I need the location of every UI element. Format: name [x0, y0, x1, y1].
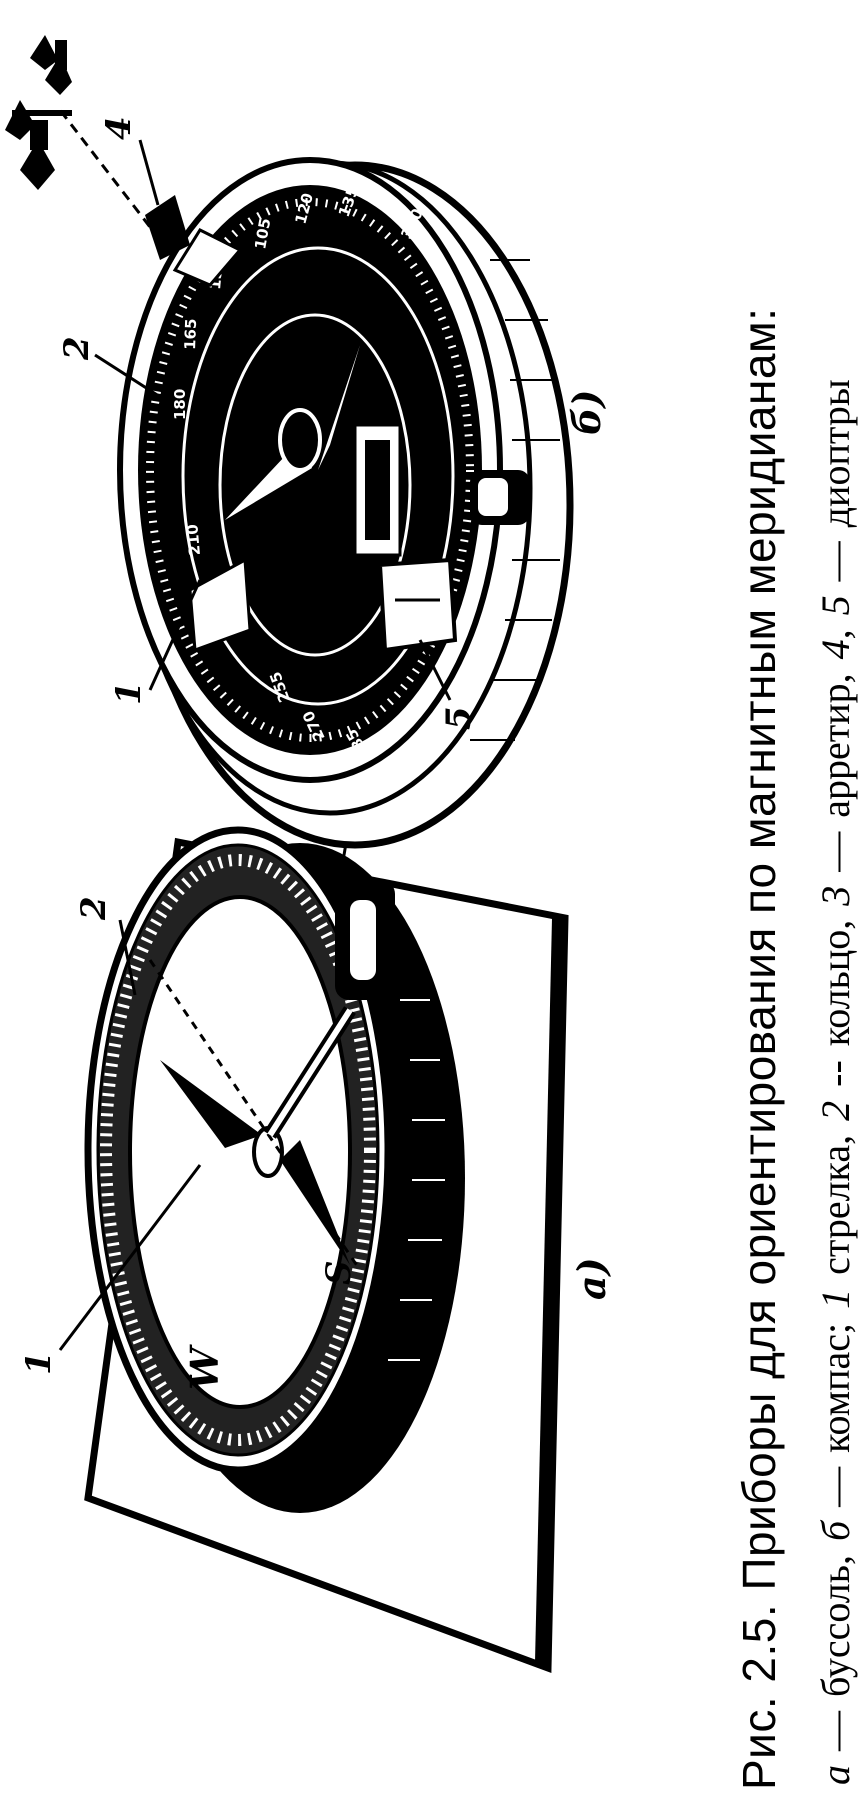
- legend-number-2: 2: [813, 1100, 858, 1121]
- bussol-dial-letter-w: W: [182, 1344, 227, 1390]
- legend-number-45: 4, 5: [813, 595, 858, 660]
- compass-front-sight-window: [172, 228, 243, 287]
- figure-caption-title: Рис. 2.5. Приборы для ориентирования по …: [733, 307, 785, 1790]
- compass-part-label-4: 4: [99, 116, 139, 140]
- bussol-part-label-2: 2: [74, 896, 114, 921]
- scale-number: 180: [171, 389, 189, 420]
- bussol-part-label-1: 1: [19, 1351, 59, 1375]
- scale-number: 105: [251, 217, 274, 251]
- bussol-ring-scale: [100, 854, 376, 1446]
- legend-number-1: 1: [813, 1288, 858, 1309]
- panel-a-bussol: W S 1 2 3 а): [19, 786, 614, 1673]
- scale-number: 165: [181, 318, 200, 350]
- compass-scale-ticks: [146, 198, 474, 742]
- bussol-plate-edge: [535, 918, 565, 1668]
- legend-number-3: 3: [813, 885, 858, 906]
- legend-text-3: — арретир,: [813, 659, 858, 886]
- legend-letter-b: б: [813, 1520, 858, 1541]
- bussol-needle-south: [280, 1140, 350, 1265]
- compass-needle-pivot: [278, 408, 322, 472]
- compass-sighting-line: [58, 109, 162, 241]
- compass-front-sight: [145, 195, 190, 260]
- legend-letter-a: а: [813, 1765, 858, 1785]
- bussol-dial-face: [128, 895, 352, 1409]
- bussol-leader-2: [118, 919, 137, 996]
- compass-rear-notch: [377, 557, 458, 653]
- compass-part-label-1: 1: [109, 681, 149, 705]
- panel-a-sublabel: а): [569, 1257, 614, 1300]
- panel-b-sublabel: б): [564, 390, 609, 435]
- compass-part-label-2: 2: [57, 336, 97, 361]
- legend-text-a: — буссоль,: [813, 1540, 858, 1765]
- bussol-needle-north: [160, 1060, 262, 1148]
- compass-leader-1: [148, 579, 202, 691]
- panel-b-compass: 105 120 135 150 165 180 210 225 240 255 …: [5, 35, 609, 849]
- compass-needle-south: [318, 345, 360, 470]
- bussol-needle-letter-s: S: [319, 1260, 359, 1285]
- compass-rear-sight: [188, 557, 252, 653]
- compass-leader-4: [138, 139, 160, 206]
- bussol-leader-1: [58, 1164, 202, 1351]
- scale-number: 210: [183, 523, 204, 556]
- legend-text-45: — диоптры: [813, 379, 858, 596]
- bussol-housing-hatching: [388, 999, 445, 1361]
- compass-leader-2: [94, 353, 166, 402]
- legend-text-2: -- кольцо,: [813, 905, 858, 1101]
- bussol-meridian-line: [148, 959, 362, 1271]
- compass-part-label-5: 5: [439, 706, 479, 730]
- figure-caption-legend: а — буссоль, б — компас; 1 стрелка, 2 --…: [812, 379, 859, 1785]
- legend-text-1: стрелка,: [813, 1120, 858, 1289]
- compass-inner-circle: [218, 313, 412, 657]
- compass-body-hatching: [470, 259, 560, 741]
- target-landmark-icon: [5, 35, 72, 190]
- legend-text-b: — компас;: [813, 1308, 858, 1521]
- compass-leader-5: [418, 639, 452, 701]
